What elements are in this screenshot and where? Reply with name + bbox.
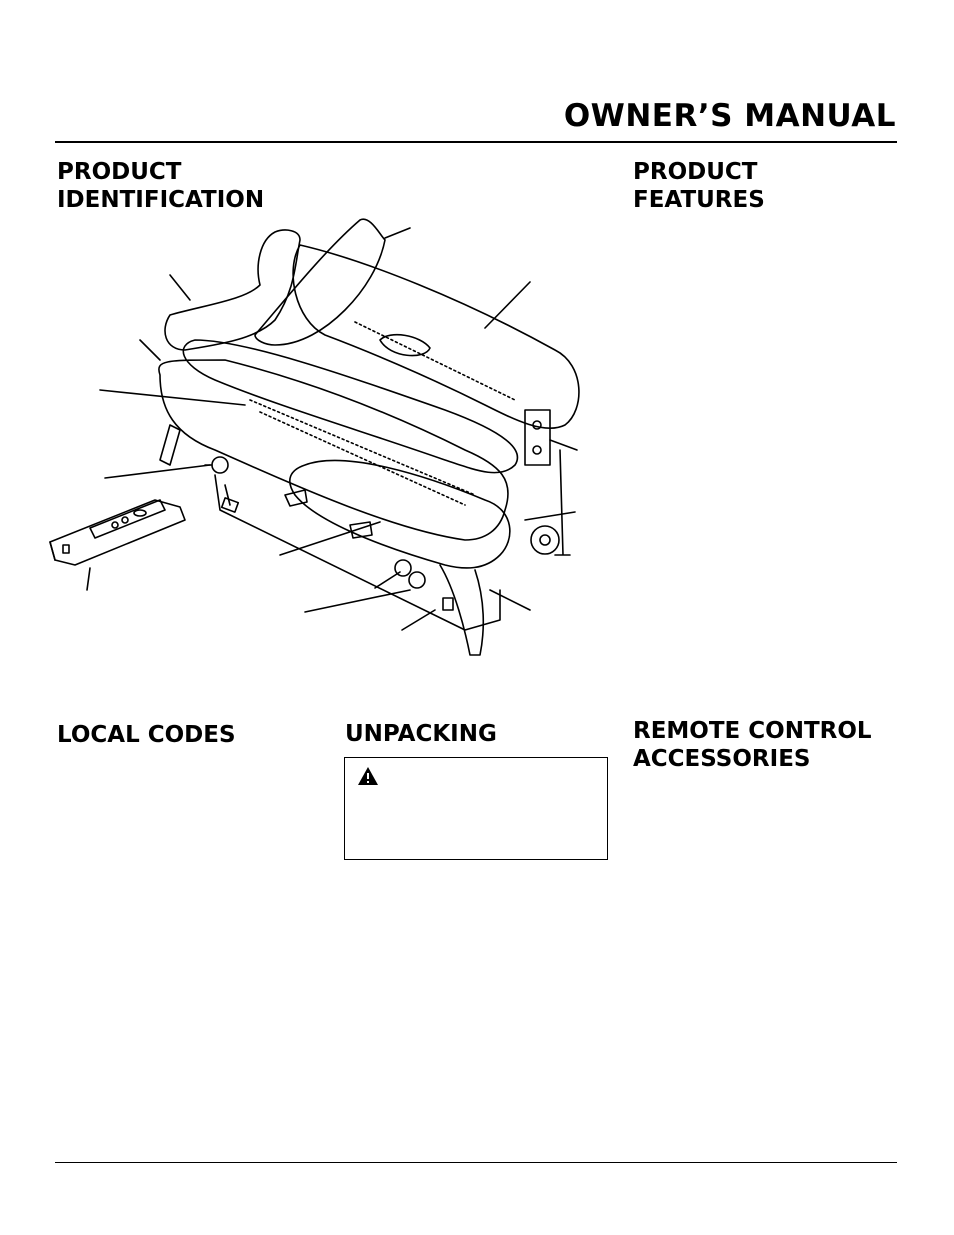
product-features-heading-line2: FEATURES bbox=[633, 187, 765, 213]
split-log bbox=[254, 218, 386, 346]
local-codes-heading: LOCAL CODES bbox=[57, 722, 236, 748]
unpacking-heading: UNPACKING bbox=[345, 721, 497, 747]
product-features-heading-line1: PRODUCT bbox=[633, 159, 758, 185]
product-identification-heading-line2: IDENTIFICATION bbox=[57, 187, 265, 213]
control-valve bbox=[524, 409, 551, 466]
front-log bbox=[289, 459, 511, 569]
product-identification-heading: PRODUCT IDENTIFICATION bbox=[57, 158, 264, 214]
remote-control-handset bbox=[49, 499, 186, 591]
warning-box bbox=[344, 757, 608, 860]
remote-control-accessories-heading: REMOTE CONTROL ACCESSORIES bbox=[633, 717, 872, 773]
igniter-button bbox=[211, 456, 229, 474]
control-knob bbox=[530, 525, 560, 555]
top-branch-log bbox=[164, 229, 301, 351]
bottom-log bbox=[158, 359, 509, 541]
front-leg bbox=[439, 564, 485, 656]
footer-rule bbox=[55, 1162, 897, 1163]
page-title: OWNER’S MANUAL bbox=[563, 98, 896, 134]
product-features-heading: PRODUCT FEATURES bbox=[633, 158, 765, 214]
product-identification-heading-line1: PRODUCT bbox=[57, 159, 182, 185]
rear-log bbox=[292, 244, 580, 429]
remote-control-accessories-heading-line1: REMOTE CONTROL bbox=[633, 718, 872, 744]
warning-triangle-icon bbox=[358, 767, 378, 785]
remote-control-accessories-heading-line2: ACCESSORIES bbox=[633, 746, 811, 772]
header-rule bbox=[55, 141, 897, 143]
gas-log-set-illustration bbox=[49, 218, 580, 656]
middle-log bbox=[182, 339, 519, 474]
